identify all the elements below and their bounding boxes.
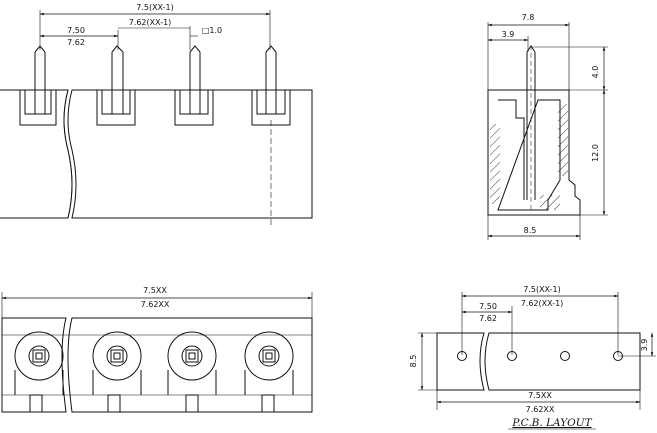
side-pin-height: 4.0 — [591, 66, 600, 79]
housing-left — [0, 89, 73, 219]
side-body-height: 12.0 — [591, 144, 600, 162]
bottom-length: 7.5XX — [143, 286, 167, 295]
pcb-span-alt: 7.62(XX-1) — [521, 299, 564, 308]
screw-3 — [167, 331, 217, 395]
bottom-view — [1, 292, 313, 413]
pin-3 — [174, 45, 214, 126]
screw-1 — [14, 331, 64, 395]
bottom-length-alt: 7.62XX — [141, 300, 170, 309]
pcb-length: 7.5XX — [528, 391, 552, 400]
pcb-layout-title: P.C.B. LAYOUT — [511, 417, 592, 429]
pcb-pitch-alt: 7.62 — [479, 314, 497, 323]
side-housing — [487, 89, 581, 216]
pcb-length-alt: 7.62XX — [526, 405, 555, 414]
pin-2 — [96, 45, 136, 126]
side-pin-offset: 3.9 — [502, 30, 515, 39]
pin-1 — [19, 45, 57, 126]
pcb-layout — [418, 292, 656, 410]
screw-2 — [92, 331, 142, 395]
pcb-hole-1 — [457, 351, 467, 361]
side-width: 7.8 — [522, 13, 535, 22]
pin-4 — [251, 45, 291, 126]
front-overall-pitch: 7.5(XX-1) — [136, 3, 174, 12]
front-view — [0, 10, 313, 225]
pcb-pitch: 7.50 — [479, 302, 497, 311]
pcb-span: 7.5(XX-1) — [523, 285, 561, 294]
pcb-hole-2 — [507, 351, 517, 361]
pcb-height: 8.5 — [409, 355, 418, 368]
side-base-width: 8.5 — [524, 226, 537, 235]
front-pitch: 7.50 — [67, 26, 85, 35]
housing-right — [67, 89, 313, 219]
front-pitch-alt-span: 7.62(XX-1) — [129, 18, 172, 27]
pcb-hole-offset: 3.9 — [640, 339, 649, 352]
front-pin-size: □1.0 — [202, 26, 222, 35]
front-pitch-alt: 7.62 — [67, 38, 85, 47]
side-view — [487, 22, 608, 240]
screw-4 — [244, 331, 294, 395]
pcb-hole-3 — [560, 351, 570, 361]
